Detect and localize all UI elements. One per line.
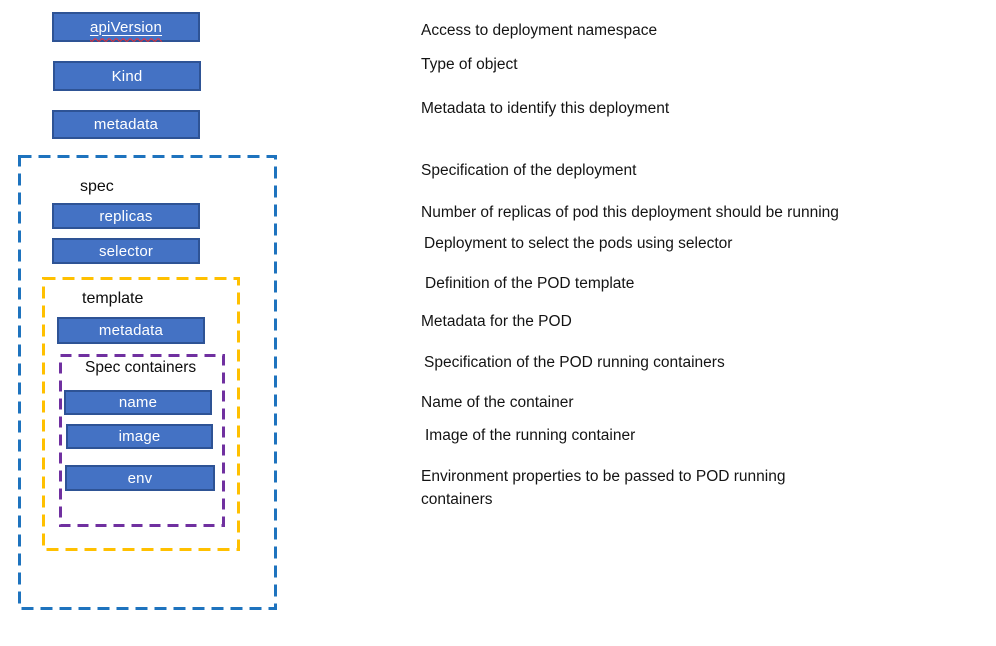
node-label-replicas: replicas	[99, 207, 153, 225]
node-box-replicas: replicas	[52, 203, 200, 229]
node-label-name: name	[118, 394, 158, 411]
description-apiversion: Access to deployment namespace	[421, 22, 658, 39]
description-template: Definition of the POD template	[425, 275, 635, 292]
node-label-apiversion: apiVersion	[89, 18, 163, 36]
node-box-image: image	[66, 424, 213, 449]
description-env: Environment properties to be passed to P…	[421, 468, 786, 508]
node-box-env: env	[65, 465, 215, 491]
node-box-metadata: metadata	[52, 110, 200, 139]
description-pod-metadata: Metadata for the POD	[421, 313, 572, 330]
description-spec: Specification of the deployment	[421, 162, 637, 179]
containers-group-label: Spec containers	[85, 359, 197, 376]
node-box-name: name	[64, 390, 212, 415]
node-label-metadata: metadata	[93, 116, 159, 133]
description-pod-spec: Specification of the POD running contain…	[424, 354, 725, 371]
node-box-selector: selector	[52, 238, 200, 264]
description-name: Name of the container	[421, 394, 574, 411]
description-kind: Type of object	[421, 56, 518, 73]
node-label-template-metadata: metadata	[98, 322, 164, 339]
node-label-selector: selector	[98, 242, 154, 260]
node-box-apiversion: apiVersion	[52, 12, 200, 42]
description-selector: Deployment to select the pods using sele…	[424, 235, 733, 252]
node-label-env: env	[127, 469, 153, 487]
node-label-image: image	[118, 428, 161, 445]
description-replicas: Number of replicas of pod this deploymen…	[421, 204, 839, 221]
node-box-template-metadata: metadata	[57, 317, 205, 344]
spec-group-label: spec	[80, 178, 114, 195]
description-image: Image of the running container	[425, 427, 636, 444]
description-metadata: Metadata to identify this deployment	[421, 100, 670, 117]
node-label-kind: Kind	[111, 67, 143, 85]
template-group-label: template	[82, 290, 144, 307]
node-box-kind: Kind	[53, 61, 201, 91]
spellcheck-squiggle: apiVersion	[90, 19, 162, 36]
